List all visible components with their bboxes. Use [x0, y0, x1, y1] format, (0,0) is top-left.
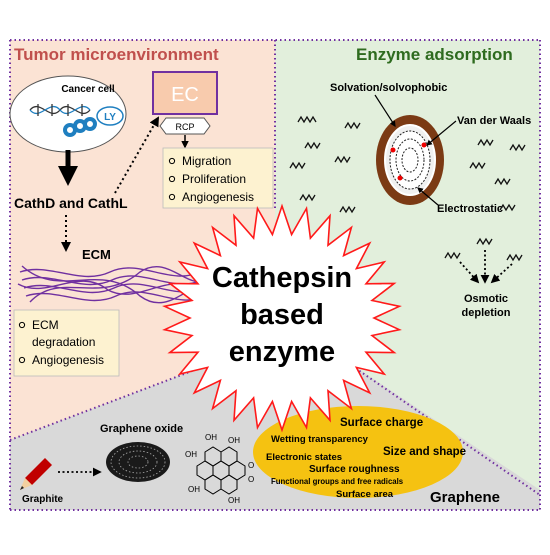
graphene-oxide-label: Graphene oxide — [100, 423, 183, 435]
ecm-effects-box — [13, 309, 120, 377]
pencil-icon — [20, 458, 52, 490]
ec-effect-item: Angiogenesis — [182, 190, 254, 204]
ecm-effects-list: ECM degradation Angiogenesis — [18, 318, 104, 367]
ec-label: EC — [171, 84, 199, 106]
ecm-effect-item: Angiogenesis — [32, 353, 104, 367]
dna-icon — [29, 104, 91, 116]
oh-label: OH — [188, 485, 200, 494]
vesicle-chain-icon — [63, 117, 97, 137]
vdw-label: Van der Waals — [457, 115, 531, 127]
electrostatic-pointer — [417, 187, 439, 206]
tumor-section-title: Tumor microenvironment — [14, 45, 219, 64]
cath-label: CathD and CathL — [14, 195, 128, 211]
graphite-label: Graphite — [22, 494, 64, 505]
property-item: Wetting transparency — [271, 434, 369, 445]
graphene-section-title: Graphene — [430, 489, 500, 506]
properties-ellipse — [253, 406, 463, 498]
solvation-label: Solvation/solvophobic — [330, 82, 447, 94]
oh-label: OH — [205, 433, 217, 442]
osmotic-label-2: depletion — [462, 307, 511, 319]
oh-label: OH — [185, 450, 197, 459]
solvation-pointer — [374, 94, 396, 128]
cancer-cell-label: Cancer cell — [61, 84, 115, 95]
lysosome — [96, 106, 124, 126]
adsorption-particle — [376, 115, 444, 205]
vdw-pointer — [426, 120, 457, 146]
ec-effects-box — [162, 147, 274, 209]
rcp-label: RCP — [175, 122, 194, 132]
ec-effect-item: Migration — [182, 154, 231, 168]
ecm-label: ECM — [82, 247, 111, 262]
property-item: Size and shape — [383, 446, 466, 458]
graphene-properties: Surface charge Wetting transparency Size… — [266, 417, 466, 500]
property-item: Functional groups and free radicals — [271, 477, 404, 486]
central-title: Cathepsin based enzyme — [212, 262, 352, 368]
oh-label: OH — [228, 496, 240, 505]
enzyme-section-title: Enzyme adsorption — [356, 45, 513, 64]
graphene-sheet-icon — [106, 442, 170, 482]
oh-label: OH — [228, 436, 240, 445]
property-item: Surface roughness — [309, 464, 400, 475]
osmotic-label-1: Osmotic — [464, 293, 508, 305]
ecm-fibers — [17, 265, 209, 304]
property-item: Surface charge — [340, 417, 423, 429]
electrostatic-label: Electrostatic — [437, 203, 503, 215]
property-item: Electronic states — [266, 452, 342, 463]
ecm-effect-item: ECM — [32, 318, 59, 332]
property-item: Surface area — [336, 489, 394, 500]
graphene-oxide-structure — [196, 446, 246, 495]
ly-label: LY — [104, 112, 116, 123]
central-starburst — [162, 203, 402, 433]
ec-effect-item: Proliferation — [182, 172, 246, 186]
osmotic-arrows — [459, 250, 513, 284]
panel-borders — [9, 39, 541, 511]
free-enzyme-icons — [289, 115, 526, 262]
o-label: O — [248, 475, 254, 484]
central-title-line: enzyme — [229, 336, 335, 368]
ec-box — [152, 71, 218, 115]
ecm-effect-item: degradation — [32, 335, 95, 349]
central-title-line: based — [240, 299, 324, 331]
central-title-line: Cathepsin — [212, 262, 352, 294]
functional-group-labels: OH OH OH O O OH OH — [185, 433, 254, 505]
rcp-badge — [159, 117, 211, 135]
ec-effects-list: Migration Proliferation Angiogenesis — [168, 154, 254, 204]
o-label: O — [248, 461, 254, 470]
